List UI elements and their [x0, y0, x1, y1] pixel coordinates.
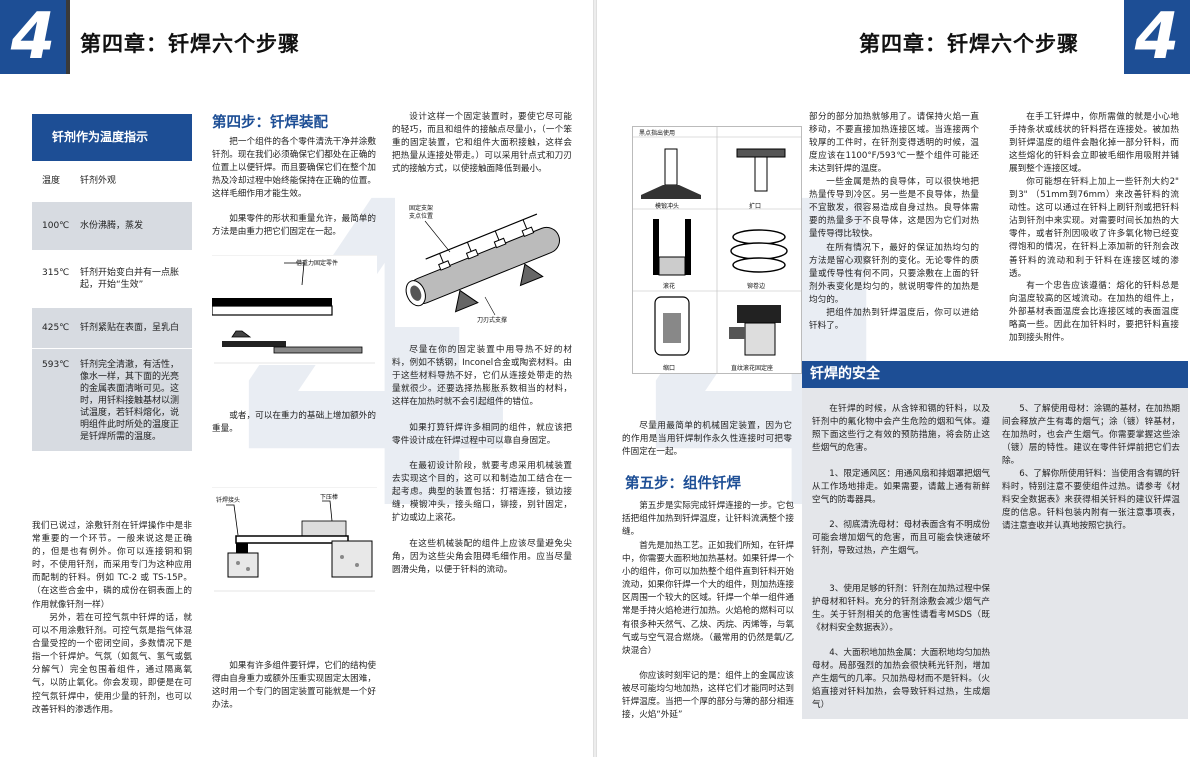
figure-label: 下压棒 [320, 494, 339, 501]
fixture-figure: 固定支架 支点位置 刀刃式支撑 [395, 197, 580, 327]
figure-label: 黑点指出使用 [639, 130, 676, 137]
paragraph: 6、了解你所使用钎料：当使用含有镉的钎料时，特别注意不要使组件过热。请参考《材料… [1002, 469, 1180, 532]
paragraph: 如果打算钎焊许多相同的组件，就应该把零件设计成在钎焊过程中可以靠自身固定。 [392, 423, 572, 447]
paragraph: 1、限定通风区：用通风扇和排烟罩把烟气从工作场地排走。如果需要，请戴上通有新鲜空… [812, 469, 990, 506]
table-title: 钎剂作为温度指示 [32, 114, 192, 161]
section-title-step5: 第五步：组件钎焊 [625, 476, 741, 492]
chapter-title: 第四章：钎焊六个步骤 [859, 32, 1079, 56]
paragraph: 3、使用足够的钎剂：钎剂在加热过程中保护母材和钎料。充分的钎剂涂敷会减少烟气产生… [812, 584, 990, 634]
paragraph: 把组件加热到钎焊温度后，你可以进给钎料了。 [809, 308, 979, 332]
paragraph: 如果零件的形状和重量允许，最简单的方法是由重力把它们固定在一起。 [212, 214, 376, 238]
added-weight-figure: 钎焊接头 下压棒 [212, 486, 377, 595]
row-desc: 钎剂紧贴在表面，呈乳白 [80, 323, 180, 333]
figure-label: 模锻冲头 [655, 203, 680, 210]
weight-diagram [212, 486, 377, 592]
paragraph: 设计这样一个固定装置时，要使它尽可能的轻巧，而且和组件的接触点尽量小，（一个笨重… [392, 112, 572, 175]
figure-label: 直纹滚花固定座 [731, 365, 774, 372]
figure-label: 扩口 [749, 203, 762, 210]
section-title-step4: 第四步：钎焊装配 [212, 115, 328, 131]
paragraph: 在钎焊的时候，从含锌和镉的钎料，以及钎剂中的氟化物中会产生危险的烟和气体。遵照下… [812, 404, 990, 454]
paragraph: 5、了解使用母材：涂镉的基材，在加热期间会释放产生有毒的烟气；涂（镀）锌基材，在… [1002, 404, 1180, 467]
joints-diagram [633, 127, 801, 373]
row-temp: 593℃ [42, 360, 70, 370]
row-desc: 钎剂开始变白并有一点胀起，开始“生效” [80, 268, 180, 290]
chapter-number: 4 [0, 0, 66, 74]
paragraph: 有一个忠告应该遵循：熔化的钎料总是向温度较高的区域流动。在加热的组件上，外部基材… [1009, 281, 1179, 344]
table-row: 425℃ 钎剂紧贴在表面，呈乳白 [32, 308, 192, 349]
paragraph: 如果有许多组件要钎焊，它们的结构使得由自身重力或额外压重实现固定太困难，这时用一… [212, 661, 376, 711]
paragraph: 我们已说过，涂敷钎剂在钎焊操作中是非常重要的一个环节。一般来说这是正确的，但是也… [32, 521, 192, 610]
paragraph: 尽量用最简单的机械固定装置，因为它的作用是当用钎焊制作永久性连接时可把零件固定在… [622, 421, 792, 458]
paragraph: 你应该时刻牢记的是：组件上的金属应该被尽可能均匀地加热，这样它们才能同时达到钎焊… [622, 671, 794, 721]
figure-label: 缩口 [663, 365, 676, 372]
paragraph: 2、彻底清洗母材：母材表面含有不明成份可能会增加烟气的危害，而且可能会快速破坏钎… [812, 520, 990, 557]
figure-label: 借重力固定零件 [296, 260, 339, 267]
paragraph: 你可能想在钎料上加上一些钎剂大约2" 到3" （51mm到76mm）来改善钎料的… [1009, 177, 1179, 279]
safety-box: 钎焊的安全 在钎焊的时候，从含锌和镉的钎料，以及钎剂中的氟化物中会产生危险的烟和… [802, 361, 1188, 719]
left-page: 4 4 第四章：钎焊六个步骤 钎剂作为温度指示 温度 钎剂外观 100℃ 水份沸… [0, 0, 593, 757]
paragraph: 在最初设计阶段，就要考虑采用机械装置去实现这个目的，这可以和制造加工结合在一起考… [392, 461, 572, 524]
figure-label: 刀刃式支撑 [477, 317, 508, 324]
mechanical-joints-figure: 黑点指出使用 模锻冲头 扩口 滚花 铆卷边 缩口 直纹滚花固定座 [632, 126, 802, 374]
table-row: 315℃ 钎剂开始变白并有一点胀起，开始“生效” [32, 251, 192, 308]
chapter-number: 4 [1124, 0, 1190, 74]
paragraph: 把一个组件的各个零件清洗干净并涂敷钎剂。现在我们必须确保它们都处在正确的位置上以… [212, 137, 376, 200]
row-desc: 水份沸腾，蒸发 [80, 221, 144, 231]
gravity-fixture-figure: 借重力固定零件 [211, 254, 377, 365]
right-page: 4 第四章：钎焊六个步骤 4 [597, 0, 1190, 757]
figure-label: 钎焊接头 [216, 497, 241, 504]
flux-temperature-table: 钎剂作为温度指示 温度 钎剂外观 100℃ 水份沸腾，蒸发 315℃ 钎剂开始变… [32, 114, 192, 460]
paragraph: 部分的部分加热就够用了。请保持火焰一直移动，不要直接加热连接区域。当连接两个较厚… [809, 112, 979, 175]
col-temp-header: 温度 [42, 176, 61, 186]
row-temp: 100℃ [42, 221, 70, 231]
paragraph: 一些金属是热的良导体，可以很快地把热量传导到冷区。另一些是不良导体，热量不宜散发… [809, 177, 979, 240]
book-gutter [593, 0, 597, 757]
chapter-title: 第四章：钎焊六个步骤 [80, 32, 300, 56]
row-desc: 钎剂完全清澈，有活性，像水一样，其下面的光亮的金属表面清晰可见。这时，用钎料接触… [80, 360, 180, 442]
paragraph: 4、大面积地加热金属：大面积地均匀加热母材。局部强烈的加热会很快耗光钎剂，增加产… [812, 648, 990, 711]
figure-label: 固定支架 [409, 205, 434, 212]
paragraph: 首先是加热工艺。正如我们所知，在钎焊中，你需要大面积地加热基材。如果钎焊一个小的… [622, 541, 794, 656]
gravity-diagram [211, 254, 377, 364]
table-row: 593℃ 钎剂完全清澈，有活性，像水一样，其下面的光亮的金属表面清晰可见。这时，… [32, 349, 192, 452]
figure-label: 滚花 [663, 283, 676, 290]
paragraph: 在手工钎焊中，你所需做的就是小心地手持条状或线状的钎料搭在连接处。被加热到钎焊温… [1009, 112, 1179, 175]
col-desc-header: 钎剂外观 [80, 176, 117, 186]
table-row: 100℃ 水份沸腾，蒸发 [32, 202, 192, 251]
paragraph: 另外，若在可控气氛中钎焊的话，就可以不用涂敷钎剂。可控气氛是指气体混合量受控的一… [32, 613, 192, 715]
fixture-diagram [405, 213, 560, 316]
row-temp: 425℃ [42, 323, 70, 333]
figure-label: 铆卷边 [747, 283, 766, 290]
table-header-row: 温度 钎剂外观 [32, 161, 192, 202]
paragraph: 或者，可以在重力的基础上增加额外的重量。 [212, 411, 376, 435]
figure-label: 支点位置 [409, 213, 434, 220]
paragraph: 在这些机械装配的组件上应该尽量避免尖角，因为这些尖角会阻碍毛细作用。应当尽量圆滑… [392, 539, 572, 576]
paragraph: 第五步是实际完成钎焊连接的一步。它包括把组件加热到钎焊温度，让钎料流满整个接缝。 [622, 501, 794, 538]
paragraph: 尽量在你的固定装置中用导热不好的材料，例如不锈钢，Inconel合金或陶瓷材料。… [392, 345, 572, 408]
safety-title: 钎焊的安全 [802, 361, 1188, 388]
row-temp: 315℃ [42, 268, 70, 278]
paragraph: 在所有情况下，最好的保证加热均匀的方法是留心观察钎剂的变化。无论零件的质量或传导… [809, 243, 979, 306]
